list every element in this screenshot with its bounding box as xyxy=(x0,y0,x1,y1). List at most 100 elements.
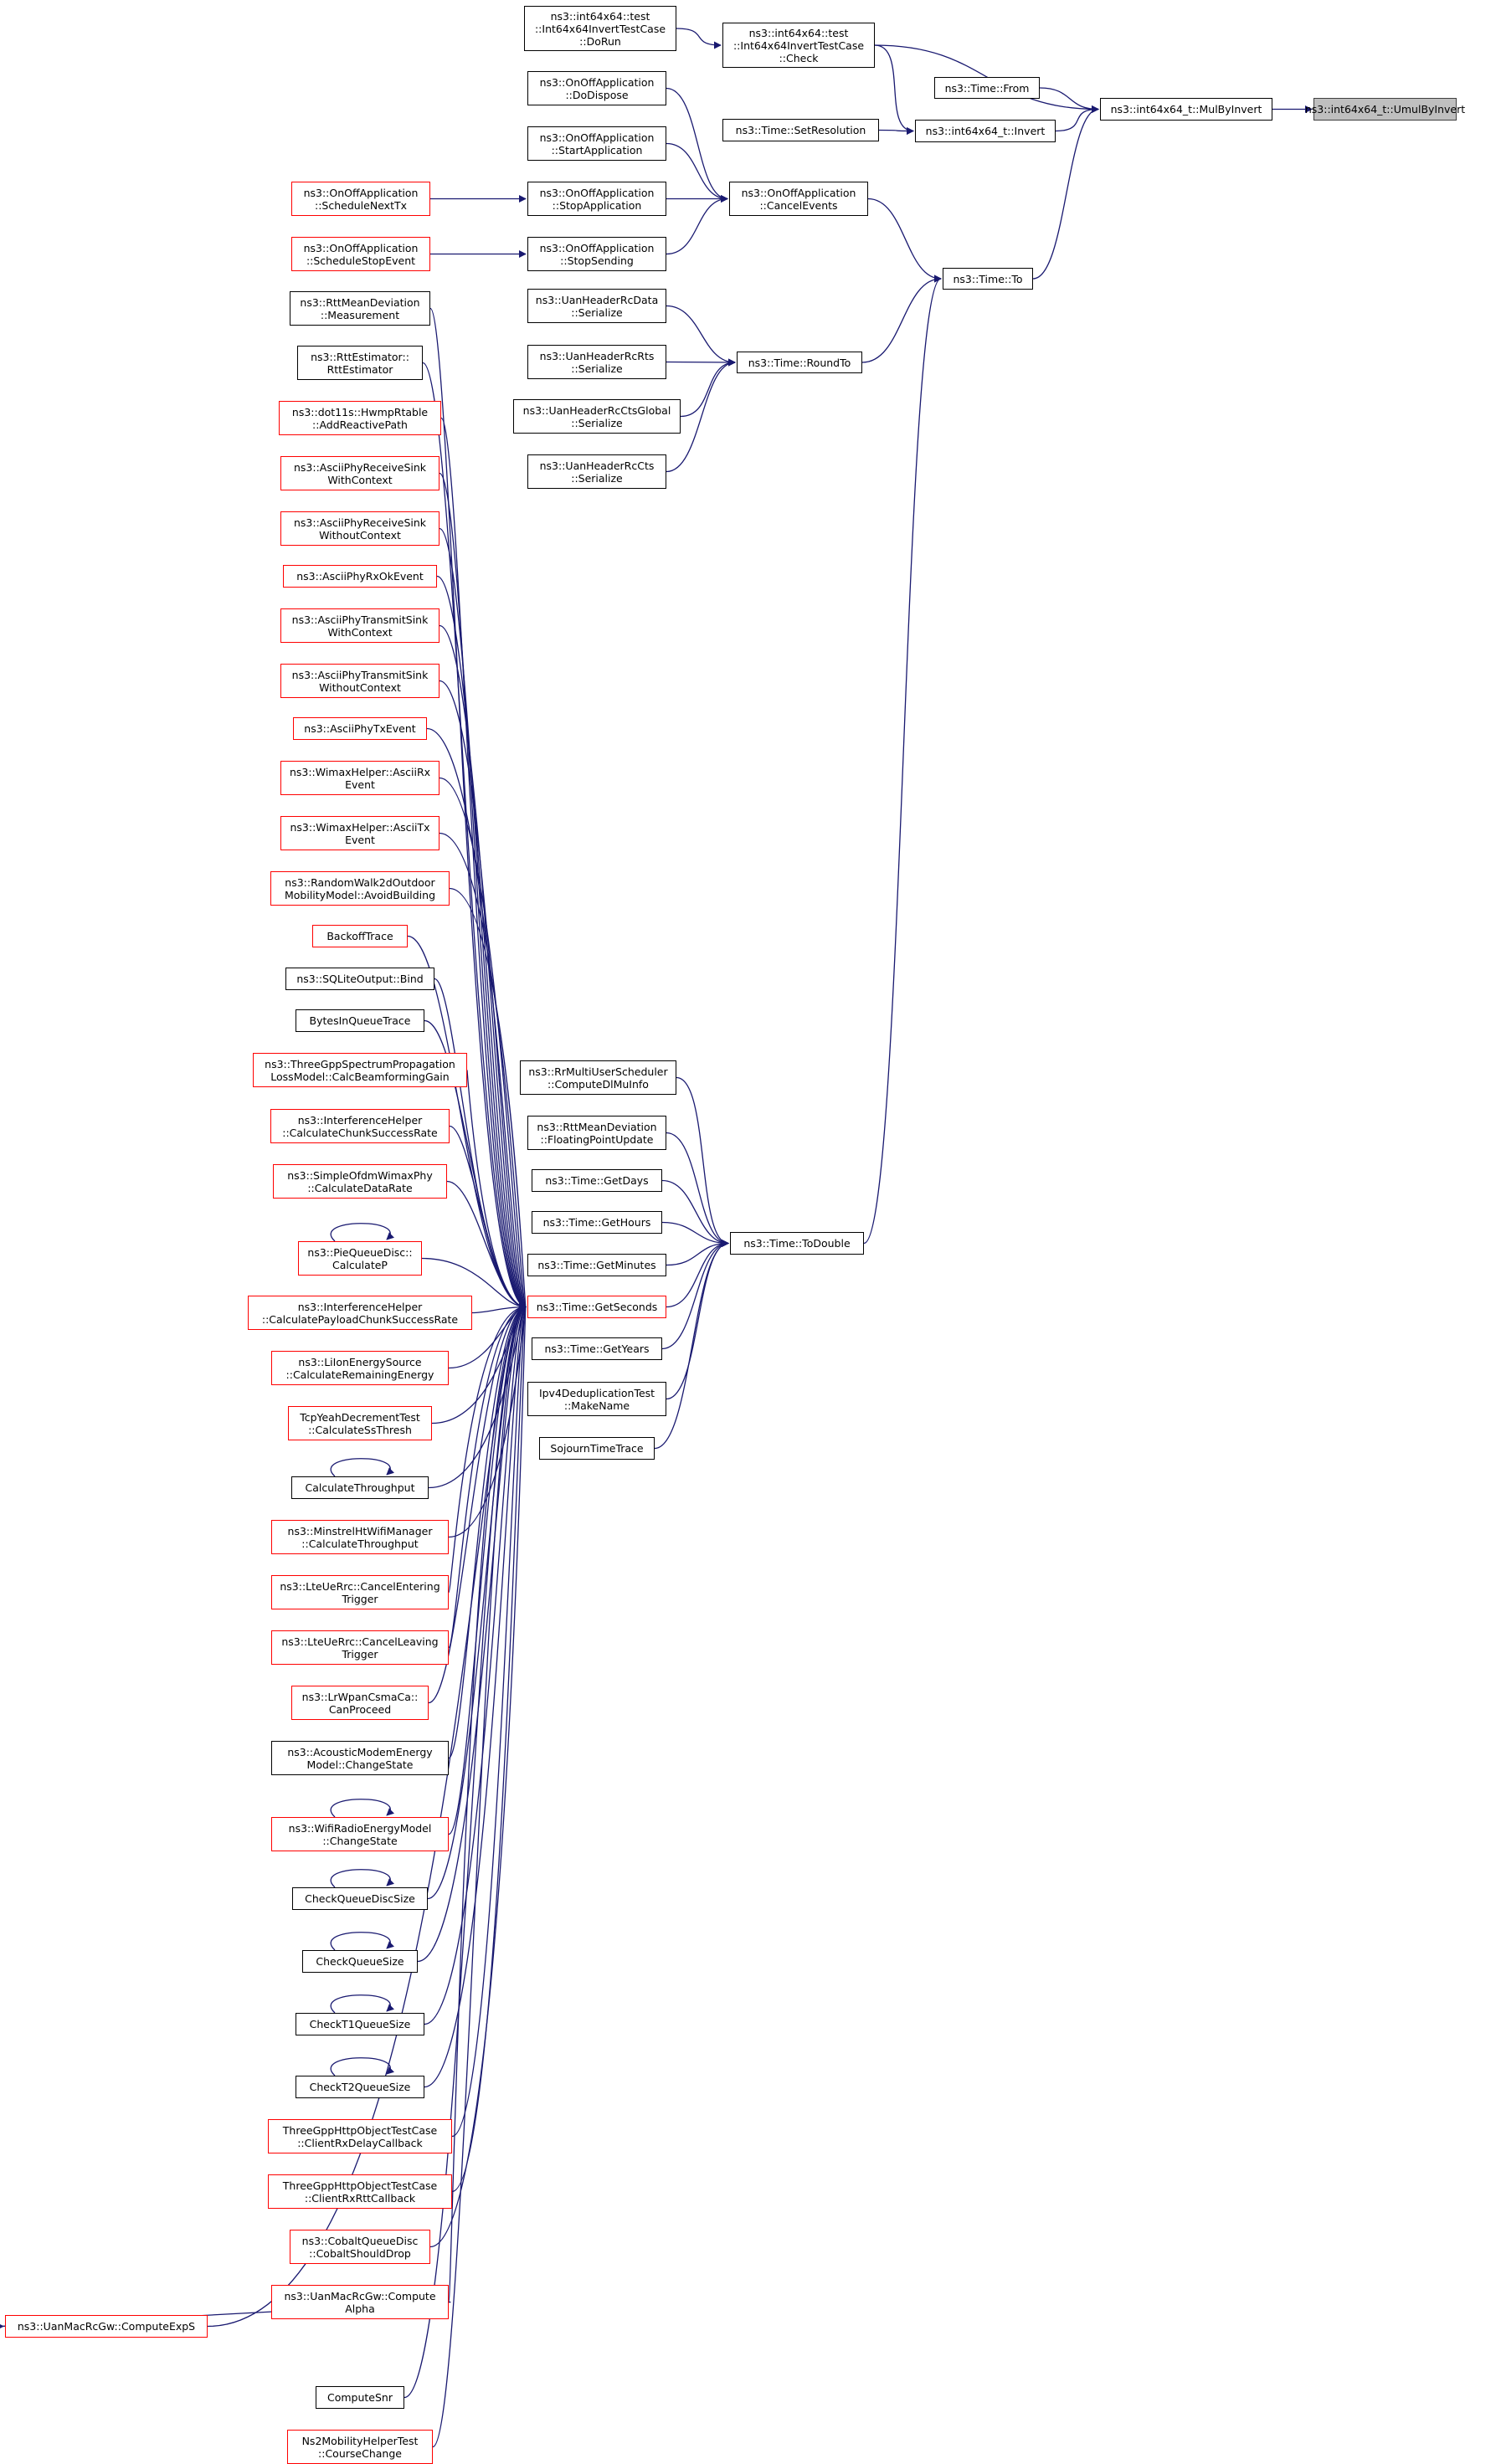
node-label-line: ns3::UanHeaderRcCtsGlobal xyxy=(522,403,671,417)
edge-ascii_txevent-to-getseconds xyxy=(426,727,527,1311)
node-gethours[interactable]: ns3::Time::GetHours xyxy=(532,1211,662,1234)
node-minstrel[interactable]: ns3::MinstrelHtWifiManager::CalculateThr… xyxy=(271,1520,449,1554)
node-label-line: ns3::Time::GetYears xyxy=(544,1342,650,1355)
edge-test_check-to-invert xyxy=(874,44,914,135)
node-label-line: ::StartApplication xyxy=(551,143,643,157)
node-label-line: ::ClientRxDelayCallback xyxy=(297,2136,423,2149)
node-interf-payload[interactable]: ns3::InterferenceHelper::CalculatePayloa… xyxy=(248,1296,472,1330)
node-time-to[interactable]: ns3::Time::To xyxy=(943,268,1033,290)
node-root[interactable]: ns3::int64x64_t::UmulByInvert xyxy=(1305,98,1465,121)
node-wifiradio[interactable]: ns3::WifiRadioEnergyModel::ChangeState xyxy=(271,1817,449,1851)
node-http-delay[interactable]: ThreeGppHttpObjectTestCase::ClientRxDela… xyxy=(268,2119,452,2153)
node-onoff-dispose[interactable]: ns3::OnOffApplication::DoDispose xyxy=(527,71,666,105)
node-ascii-rxok[interactable]: ns3::AsciiPhyRxOkEvent xyxy=(283,565,437,588)
node-label-line: ns3::UanHeaderRcRts xyxy=(539,349,655,362)
node-label-line: ns3::WimaxHelper::AsciiTx xyxy=(290,820,430,834)
node-sojourn[interactable]: SojournTimeTrace xyxy=(539,1437,655,1460)
node-pie[interactable]: ns3::PieQueueDisc::CalculateP xyxy=(298,1241,422,1276)
node-label-line: ns3::ThreeGppSpectrumPropagation xyxy=(265,1057,455,1070)
node-checkqueue[interactable]: CheckQueueSize xyxy=(302,1950,418,1973)
node-label-line: ns3::AsciiPhyTransmitSink xyxy=(291,668,429,681)
node-cobalt[interactable]: ns3::CobaltQueueDisc::CobaltShouldDrop xyxy=(290,2230,430,2264)
node-mulbyinvert[interactable]: ns3::int64x64_t::MulByInvert xyxy=(1100,98,1272,121)
node-onoff-cancel[interactable]: ns3::OnOffApplication::CancelEvents xyxy=(729,182,868,216)
node-checkt1[interactable]: CheckT1QueueSize xyxy=(296,2013,424,2035)
node-getdays[interactable]: ns3::Time::GetDays xyxy=(532,1169,662,1192)
node-time-roundto[interactable]: ns3::Time::RoundTo xyxy=(737,352,862,373)
node-ipv4dedup[interactable]: Ipv4DeduplicationTest::MakeName xyxy=(527,1382,666,1416)
node-test-dorun[interactable]: ns3::int64x64::test::Int64x64InvertTestC… xyxy=(524,6,676,51)
node-rrmulti[interactable]: ns3::RrMultiUserScheduler::ComputeDlMuIn… xyxy=(520,1060,676,1095)
node-label-line: ns3::UanMacRcGw::Compute xyxy=(284,2289,436,2302)
node-onoff-stopsend[interactable]: ns3::OnOffApplication::StopSending xyxy=(527,237,666,271)
node-time-todouble[interactable]: ns3::Time::ToDouble xyxy=(730,1232,864,1255)
node-uan-ctsglobal[interactable]: ns3::UanHeaderRcCtsGlobal::Serialize xyxy=(513,399,681,434)
node-lrwpan[interactable]: ns3::LrWpanCsmaCa::CanProceed xyxy=(291,1686,429,1720)
node-label-line: WithoutContext xyxy=(319,528,401,542)
node-ascii-txevent[interactable]: ns3::AsciiPhyTxEvent xyxy=(293,717,427,740)
node-label-line: CalculateP xyxy=(332,1258,388,1271)
node-onoff-start[interactable]: ns3::OnOffApplication::StartApplication xyxy=(527,126,666,161)
node-getseconds[interactable]: ns3::Time::GetSeconds xyxy=(527,1296,666,1318)
node-computesnr[interactable]: ComputeSnr xyxy=(316,2386,404,2409)
node-uan-rcdata[interactable]: ns3::UanHeaderRcData::Serialize xyxy=(527,289,666,323)
node-label-line: ThreeGppHttpObjectTestCase xyxy=(282,2123,438,2137)
node-simpleofdm[interactable]: ns3::SimpleOfdmWimaxPhy::CalculateDataRa… xyxy=(273,1164,447,1199)
node-label-line: ns3::int64x64_t::MulByInvert xyxy=(1110,103,1262,116)
node-label-line: ns3::AsciiPhyTransmitSink xyxy=(291,613,429,626)
node-onoff-stopapp[interactable]: ns3::OnOffApplication::StopApplication xyxy=(527,182,666,216)
node-uan-exps[interactable]: ns3::UanMacRcGw::ComputeExpS xyxy=(5,2315,208,2338)
node-tcpyeah[interactable]: TcpYeahDecrementTest::CalculateSsThresh xyxy=(288,1406,432,1440)
node-test-check[interactable]: ns3::int64x64::test::Int64x64InvertTestC… xyxy=(722,23,875,68)
node-http-rtt[interactable]: ThreeGppHttpObjectTestCase::ClientRxRttC… xyxy=(268,2174,452,2209)
node-uan-rcrts[interactable]: ns3::UanHeaderRcRts::Serialize xyxy=(527,345,666,379)
node-label-line: CalculateThroughput xyxy=(305,1481,415,1494)
node-checkt2[interactable]: CheckT2QueueSize xyxy=(296,2076,424,2098)
node-invert[interactable]: ns3::int64x64_t::Invert xyxy=(915,120,1056,142)
node-checkqdisc[interactable]: CheckQueueDiscSize xyxy=(292,1887,428,1910)
node-label-line: ns3::Time::GetHours xyxy=(542,1216,651,1229)
node-calcthroughput[interactable]: CalculateThroughput xyxy=(291,1476,429,1499)
node-sqlite[interactable]: ns3::SQLiteOutput::Bind xyxy=(285,968,434,990)
self-loop-checkt2 xyxy=(330,2057,394,2076)
node-rtt-est[interactable]: ns3::RttEstimator::RttEstimator xyxy=(297,346,423,380)
edge-minstrel-to-getseconds xyxy=(448,1304,527,1538)
edge-uan_ctsglobal-to-time_roundto xyxy=(680,358,736,418)
node-interf-chunk[interactable]: ns3::InterferenceHelper::CalculateChunkS… xyxy=(270,1109,450,1143)
node-uan-rccts[interactable]: ns3::UanHeaderRcCts::Serialize xyxy=(527,454,666,489)
node-bytesqueue[interactable]: BytesInQueueTrace xyxy=(296,1009,424,1032)
node-rtt-meas[interactable]: ns3::RttMeanDeviation::Measurement xyxy=(290,291,430,326)
node-time-from[interactable]: ns3::Time::From xyxy=(934,77,1040,99)
node-liion[interactable]: ns3::LiIonEnergySource::CalculateRemaini… xyxy=(271,1351,449,1385)
node-rtt-float[interactable]: ns3::RttMeanDeviation::FloatingPointUpda… xyxy=(527,1116,666,1150)
node-label-line: LossModel::CalcBeamformingGain xyxy=(270,1070,450,1083)
node-ns2mob[interactable]: Ns2MobilityHelperTest::CourseChange xyxy=(287,2430,433,2464)
node-label-line: ::StopApplication xyxy=(552,198,642,212)
node-label-line: ns3::RrMultiUserScheduler xyxy=(528,1065,668,1078)
node-backoff[interactable]: BackoffTrace xyxy=(312,925,408,947)
node-label-line: ns3::RttMeanDeviation xyxy=(537,1120,657,1133)
node-label-line: ns3::AsciiPhyRxOkEvent xyxy=(296,570,424,583)
node-onoff-stopevent[interactable]: ns3::OnOffApplication::ScheduleStopEvent xyxy=(291,237,430,271)
node-getminutes[interactable]: ns3::Time::GetMinutes xyxy=(527,1254,666,1276)
node-label-line: ::DoDispose xyxy=(565,88,629,101)
node-onoff-nexttx[interactable]: ns3::OnOffApplication::ScheduleNextTx xyxy=(291,182,430,216)
node-set-resolution[interactable]: ns3::Time::SetResolution xyxy=(722,119,879,141)
node-label-line: ns3::LiIonEnergySource xyxy=(298,1355,422,1368)
node-getyears[interactable]: ns3::Time::GetYears xyxy=(532,1337,662,1360)
node-label-line: ns3::MinstrelHtWifiManager xyxy=(287,1524,433,1537)
edge-ns2mob-to-getseconds xyxy=(432,1303,527,2448)
node-hwmp[interactable]: ns3::dot11s::HwmpRtable::AddReactivePath xyxy=(279,401,441,435)
